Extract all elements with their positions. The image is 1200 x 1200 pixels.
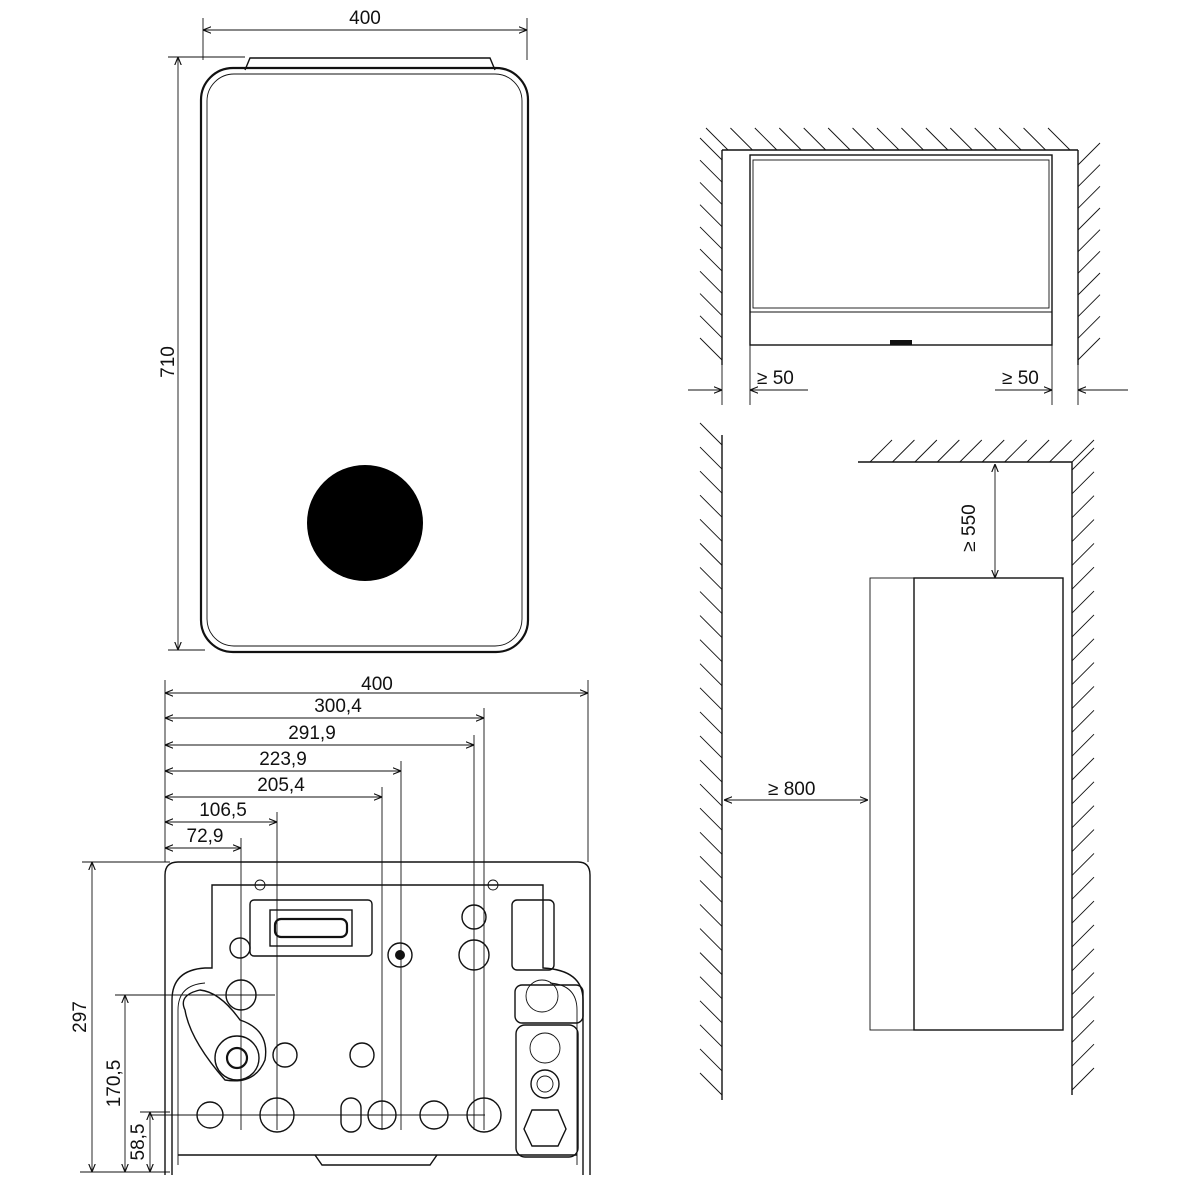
right-clearance-label: ≥ 50: [1002, 368, 1039, 389]
screw-icon: [254, 879, 266, 891]
pipe-connection: [349, 1042, 375, 1068]
electrical-connector-plate: [249, 899, 373, 957]
control-knob: [307, 465, 423, 581]
bottom-view: 400 300,4 291,9 223,9 205,4 106,5 72,9 297 170…: [70, 674, 591, 1175]
vertical-dimension-label: 297: [70, 1001, 91, 1033]
mounting-frame: [869, 577, 915, 1031]
front-height-label: 710: [158, 346, 179, 378]
wall-hatching: [699, 127, 1101, 1096]
horizontal-dimension-label: 106,5: [199, 800, 247, 821]
pipe-connection: [458, 939, 490, 971]
left-clearance-label: ≥ 50: [757, 368, 794, 389]
screw-icon: [487, 879, 499, 891]
front-width-label: 400: [349, 8, 381, 29]
horizontal-dimension-label: 291,9: [288, 723, 336, 744]
boiler-casing: [199, 66, 530, 654]
water-connection: [182, 989, 267, 1082]
top-clearance-view: ≥ 50 ≥ 50: [688, 149, 1128, 405]
front-view: 400 710: [158, 8, 530, 654]
pipe-connection: [461, 904, 487, 930]
horizontal-dimension-label: 72,9: [187, 826, 224, 847]
horizontal-dimension-label: 223,9: [259, 749, 307, 770]
horizontal-dimension-label: 205,4: [257, 775, 305, 796]
top-clearance-label: ≥ 550: [959, 504, 980, 551]
horizontal-dimension-label: 300,4: [314, 696, 362, 717]
boiler-bottom-outline: [164, 861, 591, 1175]
top-cover: [244, 57, 496, 71]
bottom-width-label: 400: [361, 674, 393, 695]
vertical-dimension-label: 58,5: [128, 1124, 149, 1161]
pipe-connection: [272, 1042, 298, 1068]
service-panel: [515, 1024, 579, 1158]
boiler-side-view: [913, 577, 1064, 1031]
boiler-top-view: [749, 154, 1053, 346]
vertical-dimension-label: 170,5: [104, 1060, 125, 1108]
pipe-connection: [229, 937, 251, 959]
side-clearance-view: ≥ 550 ≥ 800: [721, 435, 1073, 1100]
front-clearance-label: ≥ 800: [768, 779, 815, 800]
